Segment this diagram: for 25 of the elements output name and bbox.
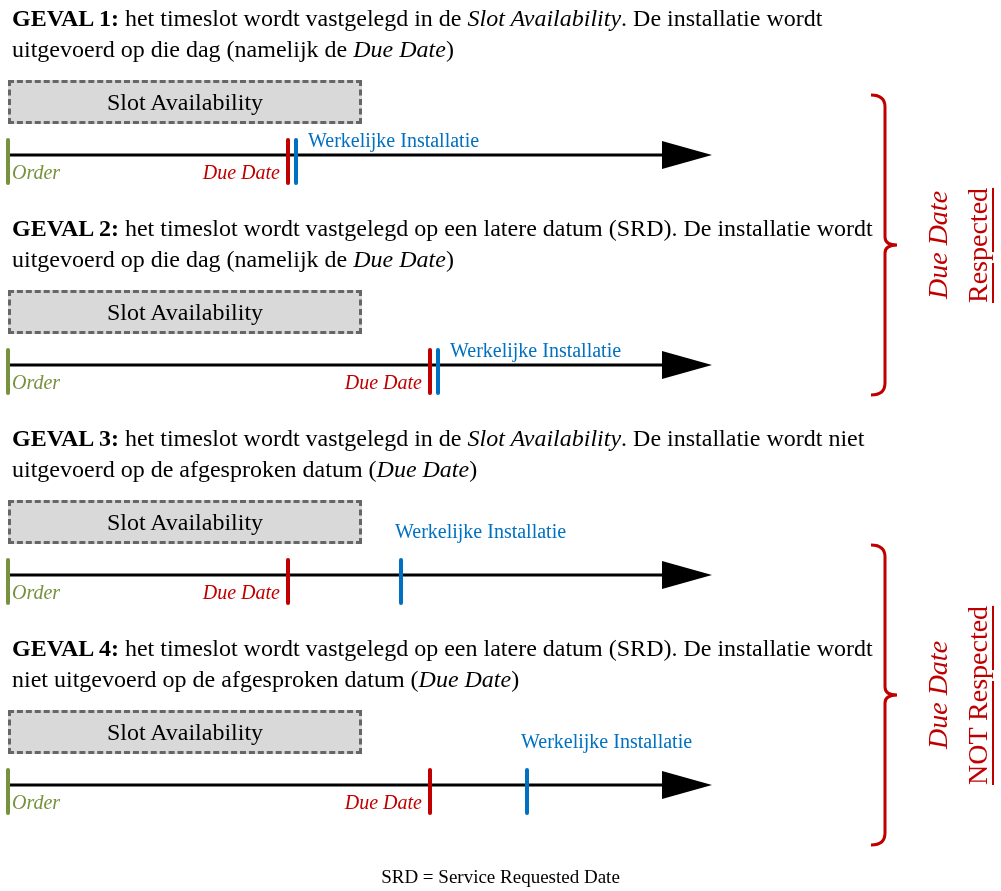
installation-label: Werkelijke Installatie: [395, 520, 567, 542]
verdict-subject: Due Date: [922, 639, 954, 752]
case-description: GEVAL 3: het timeslot wordt vastgelegd in de Slot Availability. De installatie wordt niet uitgevoerd op de afgesproken datum (Due Date): [12, 424, 866, 484]
due-date-label: Due Date: [344, 371, 422, 393]
case-description: GEVAL 1: het timeslot wordt vastgelegd in de Slot Availability. De installatie wordt uitgevoerd op die dag (namelijk de Due Date): [12, 4, 824, 64]
installation-label: Werkelijke Installatie: [450, 339, 622, 361]
order-label: Order: [12, 371, 61, 393]
due-date-label: Due Date: [202, 161, 280, 183]
slot-availability-box: Slot Availability: [8, 710, 362, 754]
due-date-label: Due Date: [202, 581, 280, 603]
due-date-label: Due Date: [344, 791, 422, 813]
slot-availability-box: Slot Availability: [8, 290, 362, 334]
installation-label: Werkelijke Installatie: [521, 730, 693, 752]
verdict-subject: Due Date: [922, 189, 954, 302]
verdict-label: Respected: [962, 186, 994, 305]
verdict-label: NOT Respected: [962, 604, 994, 787]
installation-label: Werkelijke Installatie: [308, 129, 480, 151]
order-label: Order: [12, 581, 61, 603]
order-label: Order: [12, 161, 61, 183]
order-label: Order: [12, 791, 61, 813]
slot-availability-box: Slot Availability: [8, 500, 362, 544]
case-description: GEVAL 2: het timeslot wordt vastgelegd op een latere datum (SRD). De installatie wordt uitgevoerd op die dag (namelijk de Due Date): [12, 214, 874, 274]
case-description: GEVAL 4: het timeslot wordt vastgelegd op een latere datum (SRD). De installatie wordt niet uitgevoerd op de afgesproken datum (Due Date): [12, 634, 874, 694]
caption-note: SRD = Service Requested Date: [380, 866, 621, 888]
slot-availability-box: Slot Availability: [8, 80, 362, 124]
